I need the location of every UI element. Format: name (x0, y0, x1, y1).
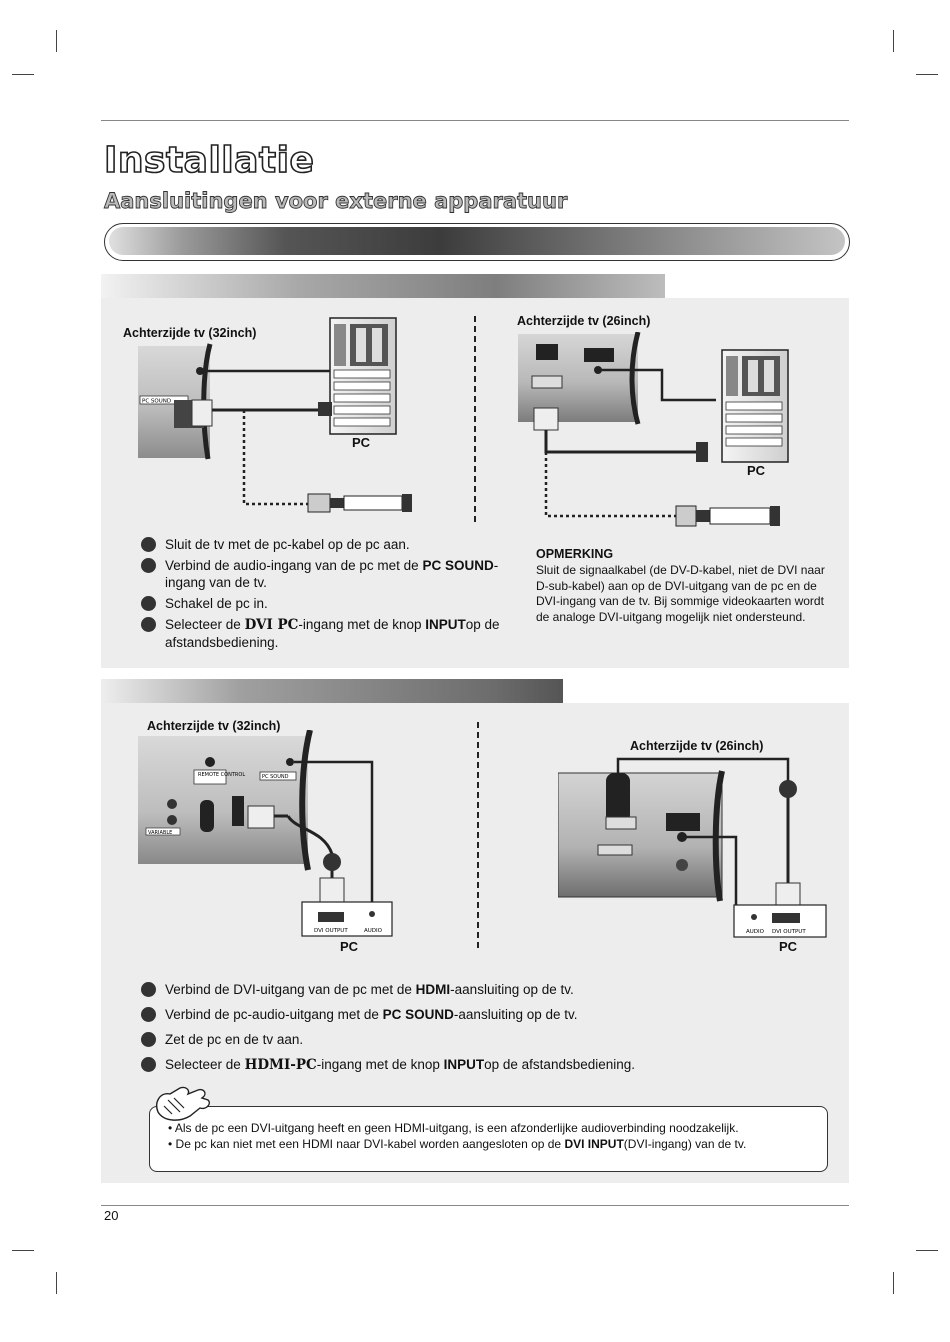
crop-mark (56, 30, 57, 52)
section1-label-right: Achterzijde tv (26inch) (517, 314, 651, 328)
bottom-rule (101, 1205, 849, 1206)
port-pc-sound: PC SOUND (142, 399, 171, 405)
port-dvi-output: DVI OUTPUT (772, 929, 806, 935)
list-item: Zet de pc en de tv aan. (141, 1031, 781, 1048)
crop-mark (916, 74, 938, 75)
list-item: Verbind de audio-ingang van de pc met de… (141, 557, 521, 591)
step-bullet (141, 537, 156, 552)
list-item: Verbind de DVI-uitgang van de pc met de … (141, 981, 781, 998)
step-bullet (141, 1007, 156, 1022)
crop-mark (12, 1250, 34, 1251)
section2-left-diagram: REMOTE CONTROL PC SOUND VARIABLE DVI OUT… (138, 730, 393, 937)
section1-pc-label-right: PC (747, 463, 766, 478)
list-item: Schakel de pc in. (141, 595, 521, 612)
section2-steps: Verbind de DVI-uitgang van de pc met de … (141, 981, 781, 1078)
list-item: De pc kan niet met een HDMI naar DVI-kab… (168, 1136, 747, 1152)
header-banner-frame (104, 223, 850, 261)
section1-header-bar (101, 274, 665, 298)
port-dvi-output: DVI OUTPUT (314, 928, 348, 934)
list-item: Als de pc een DVI-uitgang heeft en geen … (168, 1120, 746, 1136)
crop-mark (12, 74, 34, 75)
port-variable: VARIABLE (148, 830, 172, 836)
step-bullet (141, 596, 156, 611)
section2-header-bar (101, 679, 563, 703)
step-bullet (141, 1057, 156, 1072)
step-bullet (141, 558, 156, 573)
section2-right-diagram: AUDIO DVI OUTPUT (558, 757, 827, 938)
section1-steps: Sluit de tv met de pc-kabel op de pc aan… (141, 536, 521, 655)
section2-label-right: Achterzijde tv (26inch) (630, 739, 764, 753)
port-audio: AUDIO (746, 929, 765, 935)
header-banner (109, 227, 845, 255)
list-item: Selecteer de DVI PC-ingang met de knop I… (141, 616, 521, 651)
crop-mark (893, 1272, 894, 1294)
section1-note-title: OPMERKING (536, 547, 614, 561)
list-item: Selecteer de HDMI-PC-ingang met de knop … (141, 1056, 781, 1074)
page-subtitle: Aansluitingen voor externe apparatuur (104, 189, 568, 214)
page-number: 20 (104, 1208, 119, 1223)
top-rule (101, 120, 849, 121)
step-bullet (141, 982, 156, 997)
port-remote-control: REMOTE CONTROL (198, 772, 245, 778)
crop-mark (56, 1272, 57, 1294)
section2-pc-label-left: PC (340, 939, 359, 954)
section2-pc-label-right: PC (779, 939, 798, 954)
tv-back-panel (138, 736, 308, 864)
section2-divider (477, 722, 479, 948)
note-list: Als de pc een DVI-uitgang heeft en geen … (168, 1120, 746, 1152)
step-bullet (141, 617, 156, 632)
crop-mark (893, 30, 894, 52)
crop-mark (916, 1250, 938, 1251)
section1-left-diagram: PC SOUND (138, 317, 412, 513)
list-item: Verbind de pc-audio-uitgang met de PC SO… (141, 1006, 781, 1023)
section1-label-left: Achterzijde tv (32inch) (123, 326, 257, 340)
port-audio: AUDIO (364, 928, 383, 934)
step-bullet (141, 1032, 156, 1047)
section1-pc-label-left: PC (352, 435, 371, 450)
section1-note-body: Sluit de signaalkabel (de DV-D-kabel, ni… (536, 563, 825, 624)
section1-right-diagram (518, 332, 789, 527)
tv-back-panel (558, 772, 723, 898)
section1-divider (474, 316, 476, 522)
port-pc-sound: PC SOUND (262, 774, 289, 780)
page-title: Installatie (103, 139, 315, 182)
note-hand-icon (156, 1086, 210, 1121)
section2-label-left: Achterzijde tv (32inch) (147, 719, 281, 733)
list-item: Sluit de tv met de pc-kabel op de pc aan… (141, 536, 521, 553)
